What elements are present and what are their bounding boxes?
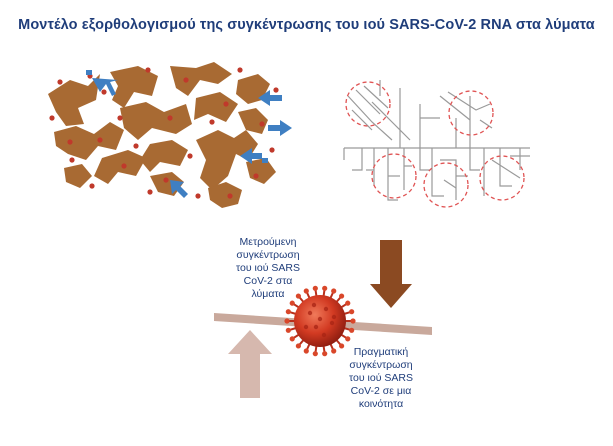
sediment-illustration (48, 62, 276, 208)
measured-concentration-label: Μετρούμενη συγκέντρωση του ιού SARS CoV-… (236, 236, 300, 300)
flow-arrows (86, 70, 292, 198)
sediment-red-particles (49, 67, 279, 199)
sewer-dashed-circles (345, 81, 525, 208)
up-arrow-icon (228, 330, 272, 398)
down-arrow-icon (370, 240, 412, 308)
actual-concentration-label: Πραγματική συγκέντρωση του ιού SARS CoV-… (349, 346, 413, 410)
virus-icon (284, 285, 356, 357)
diagram-title: Μοντέλο εξορθολογισμού της συγκέντρωσης … (18, 17, 595, 33)
sewer-network (343, 80, 530, 201)
